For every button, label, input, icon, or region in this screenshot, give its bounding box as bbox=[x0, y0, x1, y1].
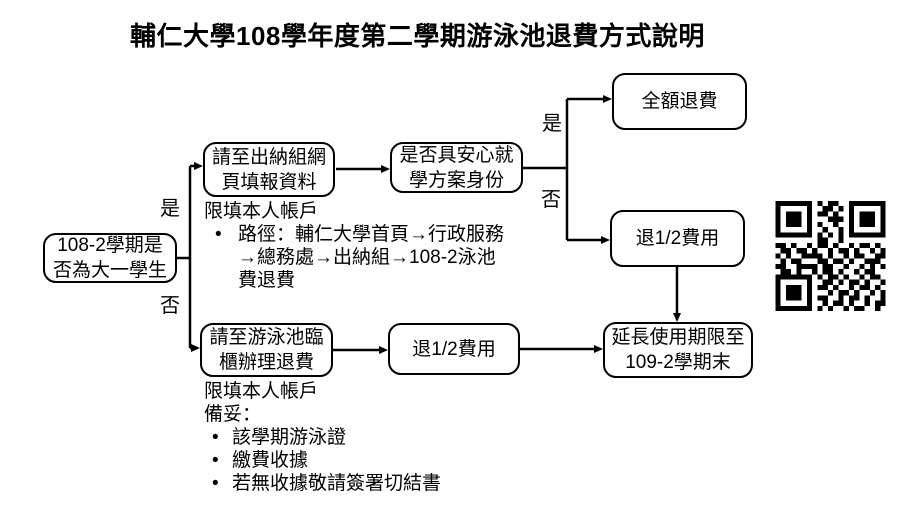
note-bullet-text: 路徑：輔仁大學首頁→行政服務 →總務處→出納組→108-2泳池 費退費 bbox=[238, 223, 504, 292]
node-text-line: 退1/2費用 bbox=[635, 228, 720, 249]
note-line: 路徑：輔仁大學首頁→行政服務 bbox=[238, 224, 505, 245]
node-text-line: 櫃辦理退費 bbox=[218, 352, 314, 373]
node-start-freshman-question: 108-2學期是 否為大一學生 bbox=[43, 233, 177, 283]
note-line: →總務處→出納組→108-2泳池 bbox=[238, 247, 496, 268]
note-cashier-web: 限填本人帳戶 • 路徑：輔仁大學首頁→行政服務 →總務處→出納組→108-2泳池… bbox=[204, 200, 539, 292]
edge-label-no-top: 否 bbox=[160, 295, 180, 317]
note-line: 費退費 bbox=[238, 270, 296, 291]
node-extend-deadline: 延長使用期限至 109-2學期末 bbox=[603, 322, 753, 378]
note-pool-counter: 限填本人帳戶 備妥： • 該學期游泳證 • 繳費收據 • 若無收據敬請簽署切結書 bbox=[204, 380, 524, 495]
note-bullet-item: • 路徑：輔仁大學首頁→行政服務 →總務處→出納組→108-2泳池 費退費 bbox=[204, 223, 539, 292]
node-full-refund: 全額退費 bbox=[612, 73, 747, 130]
node-text-line: 108-2學期是 bbox=[57, 235, 163, 256]
node-half-refund-right: 退1/2費用 bbox=[610, 210, 745, 267]
edge-label-no-right: 否 bbox=[541, 189, 561, 211]
edge-label-yes-top: 是 bbox=[160, 198, 180, 220]
bullet-icon: • bbox=[212, 473, 219, 494]
note-line: 若無收據敬請簽署切結書 bbox=[232, 473, 442, 494]
node-text-line: 是否具安心就 bbox=[399, 144, 514, 166]
note-bullet-item: • 若無收據敬請簽署切結書 bbox=[204, 472, 524, 495]
node-text-line: 學方案身份 bbox=[408, 169, 504, 191]
node-cashier-web-form: 請至出納組網 頁填報資料 bbox=[203, 142, 335, 197]
bullet-icon: • bbox=[212, 450, 219, 471]
node-text-line: 頁填報資料 bbox=[221, 171, 317, 193]
edge-label-yes-right: 是 bbox=[542, 113, 562, 135]
node-text-line: 延長使用期限至 bbox=[611, 327, 745, 348]
node-half-refund-bottom: 退1/2費用 bbox=[388, 323, 520, 375]
note-heading: 限填本人帳戶 bbox=[204, 201, 319, 222]
node-text-line: 請至出納組網 bbox=[211, 146, 326, 168]
node-text-line: 全額退費 bbox=[641, 91, 718, 112]
note-subheading: 備妥： bbox=[204, 404, 262, 425]
note-bullet-item: • 繳費收據 bbox=[204, 449, 524, 472]
bullet-icon: • bbox=[212, 427, 219, 448]
node-anxin-program-question: 是否具安心就 學方案身份 bbox=[390, 142, 523, 193]
node-text-line: 退1/2費用 bbox=[412, 338, 496, 360]
node-text-line: 109-2學期末 bbox=[625, 352, 731, 373]
node-text-line: 請至游泳池臨 bbox=[209, 327, 324, 348]
note-bullet-item: • 該學期游泳證 bbox=[204, 426, 524, 449]
node-text-line: 否為大一學生 bbox=[52, 260, 167, 281]
bullet-icon: • bbox=[215, 224, 222, 245]
node-pool-counter-refund: 請至游泳池臨 櫃辦理退費 bbox=[200, 323, 333, 377]
note-line: 繳費收據 bbox=[232, 450, 309, 471]
qr-code bbox=[775, 201, 886, 311]
page-title: 輔仁大學108學年度第二學期游泳池退費方式說明 bbox=[130, 21, 705, 51]
note-heading: 限填本人帳戶 bbox=[204, 381, 319, 402]
note-line: 該學期游泳證 bbox=[232, 427, 347, 448]
